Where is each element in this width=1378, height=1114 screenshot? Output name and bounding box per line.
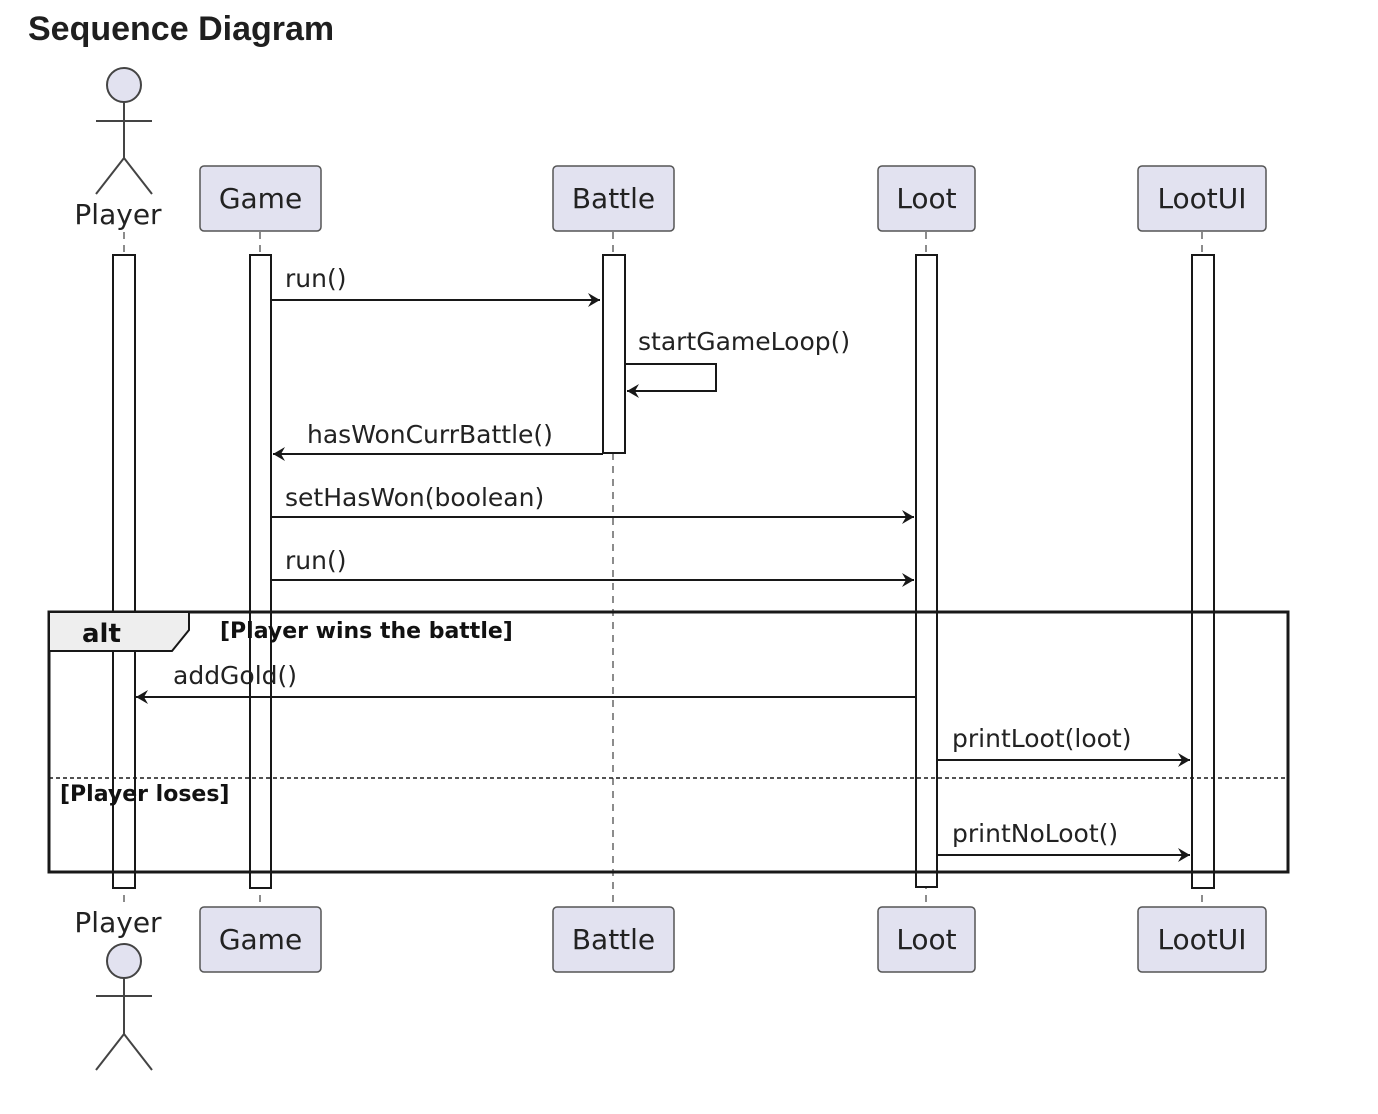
actor-player-bottom: Player	[74, 906, 162, 1071]
participant-game-bottom: Game	[199, 906, 322, 973]
participant-label-loot-top: Loot	[896, 182, 956, 215]
participant-label-player-bottom: Player	[74, 906, 162, 939]
alt-keyword: alt	[82, 619, 121, 649]
participant-label-lootui-top: LootUI	[1157, 182, 1246, 215]
activation-battle	[602, 254, 626, 454]
message-labels: run() startGameLoop() hasWonCurrBattle()…	[173, 264, 1131, 848]
participant-battle-top: Battle	[552, 165, 675, 232]
participant-battle-bottom: Battle	[552, 906, 675, 973]
alt-guard-2: [Player loses]	[60, 782, 229, 807]
message-arrow-startgameloop	[626, 363, 717, 398]
participant-loot-bottom: Loot	[877, 906, 976, 973]
participant-label-loot-bottom: Loot	[896, 923, 956, 956]
message-label-sethaswon: setHasWon(boolean)	[285, 483, 544, 512]
message-label-startgameloop: startGameLoop()	[638, 327, 850, 356]
participant-label-battle-top: Battle	[572, 182, 655, 215]
message-label-printloot: printLoot(loot)	[952, 724, 1131, 753]
participant-lootui-bottom: LootUI	[1137, 906, 1267, 973]
actor-player-top: Player	[74, 67, 162, 231]
alt-guard-1: [Player wins the battle]	[220, 619, 513, 644]
activation-loot	[915, 254, 938, 888]
participant-label-player-top: Player	[74, 198, 162, 231]
message-label-run-2: run()	[285, 546, 346, 575]
alt-fragment: alt [Player wins the battle] [Player los…	[47, 610, 1290, 874]
alt-frame	[47, 610, 1290, 874]
activations	[112, 254, 1215, 889]
participant-label-battle-bottom: Battle	[572, 923, 655, 956]
participant-game-top: Game	[199, 165, 322, 232]
participant-lootui-top: LootUI	[1137, 165, 1267, 232]
message-label-printnoloot: printNoLoot()	[952, 819, 1118, 848]
activation-lootui	[1191, 254, 1215, 889]
message-label-addgold: addGold()	[173, 661, 297, 690]
alt-header-tab	[48, 611, 190, 652]
activation-player	[112, 254, 136, 889]
activation-game	[249, 254, 272, 889]
participant-loot-top: Loot	[877, 165, 976, 232]
participant-label-game-bottom: Game	[219, 923, 302, 956]
actor-figure-icon	[95, 67, 153, 195]
message-label-haswoncurrbattle: hasWonCurrBattle()	[307, 420, 553, 449]
message-label-run-1: run()	[285, 264, 346, 293]
participant-label-lootui-bottom: LootUI	[1157, 923, 1246, 956]
participant-label-game-top: Game	[219, 182, 302, 215]
messages	[136, 293, 1190, 862]
page-title: Sequence Diagram	[28, 10, 335, 48]
actor-figure-icon	[95, 943, 153, 1071]
